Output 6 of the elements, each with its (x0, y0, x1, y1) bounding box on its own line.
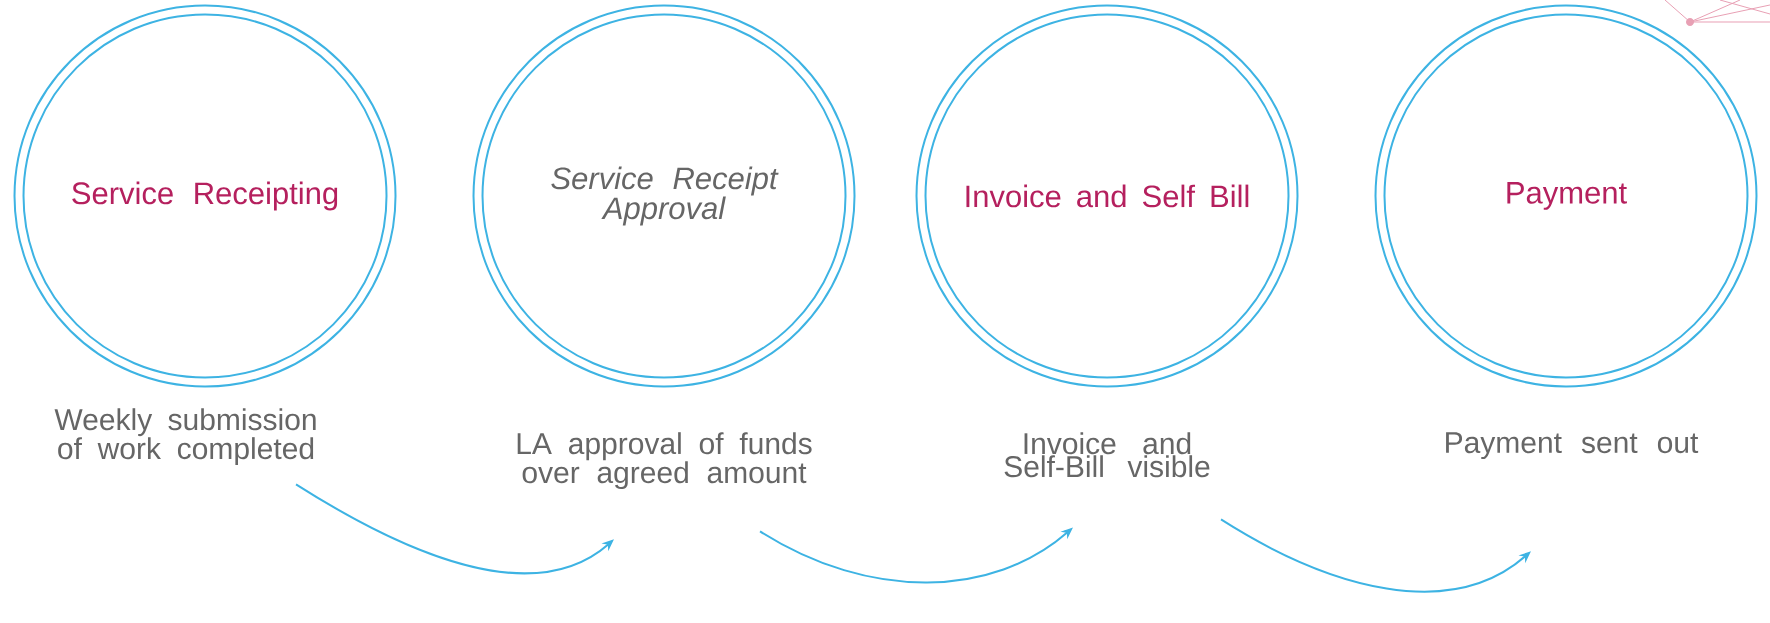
step-description: Invoice and Self-Bill visible (1004, 432, 1210, 478)
curved-arrow (295, 483, 614, 575)
step-description: LA approval of funds over agreed amount (517, 432, 812, 490)
step-description: Payment sent out (1446, 432, 1699, 460)
curved-arrow (1220, 518, 1531, 593)
step-description: Weekly submission of work completed (54, 408, 316, 466)
